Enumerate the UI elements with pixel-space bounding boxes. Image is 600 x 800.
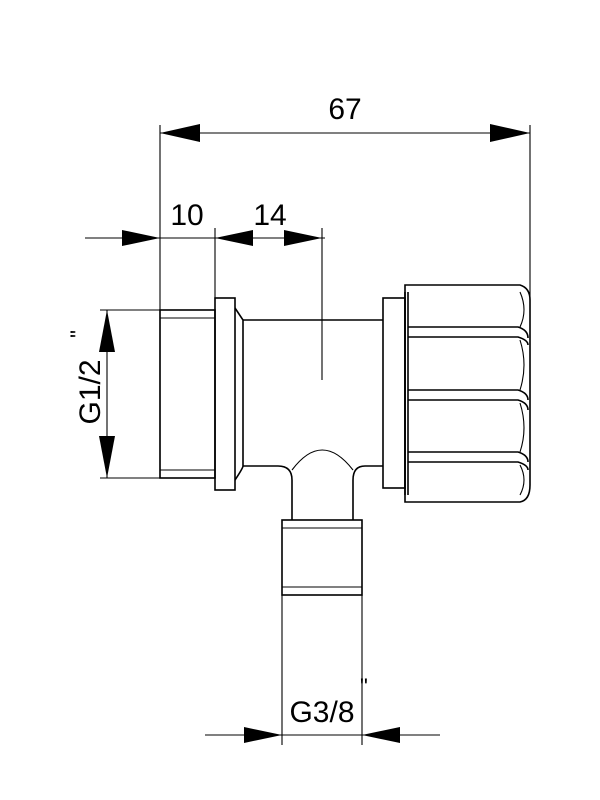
valve-knob <box>404 284 531 503</box>
dimension-body-offset: 14 <box>253 199 323 380</box>
body-offset-label: 14 <box>253 199 286 232</box>
arrow-right <box>490 124 530 142</box>
inlet-thread-label: G1/2 <box>74 359 107 424</box>
hex-collar <box>214 297 236 491</box>
outlet-inch-mark: " <box>360 674 368 699</box>
outlet-neck <box>277 465 293 520</box>
dimension-overall-length: 67 <box>159 93 531 478</box>
dimension-thread-length: 10 <box>85 199 325 300</box>
inlet-inch-mark: " <box>66 330 91 338</box>
outlet-thread-part <box>281 519 363 596</box>
arrow-left <box>160 124 200 142</box>
dimension-inlet-thread: G1/2 " <box>66 309 160 479</box>
dimension-outlet-thread: G3/8 " <box>205 595 440 745</box>
valve-body <box>159 284 531 596</box>
overall-length-label: 67 <box>328 93 361 126</box>
inlet-thread-part <box>159 309 216 479</box>
thread-length-label: 10 <box>170 199 203 232</box>
outlet-thread-label: G3/8 <box>289 696 354 729</box>
